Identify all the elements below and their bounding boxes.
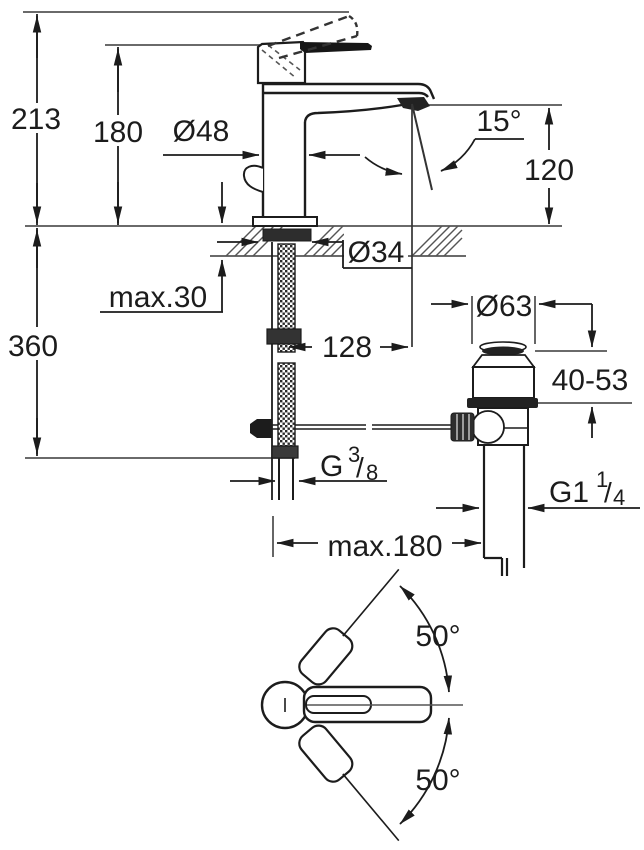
dim-120: 120 bbox=[524, 107, 574, 225]
label-g38-sup: 3 bbox=[348, 442, 360, 467]
label-34: Ø34 bbox=[348, 236, 405, 269]
label-360: 360 bbox=[8, 330, 58, 363]
label-g114-slash: / bbox=[604, 477, 612, 508]
label-15deg: 15° bbox=[476, 105, 521, 138]
waste-flange bbox=[467, 398, 538, 408]
base-plate bbox=[252, 216, 318, 227]
label-50-down: 50° bbox=[415, 764, 460, 797]
lever-horizontal bbox=[300, 42, 372, 53]
dim-180: 180 bbox=[89, 47, 147, 225]
pop-up-knob bbox=[242, 164, 264, 193]
label-128: 128 bbox=[322, 331, 372, 364]
handle-block bbox=[256, 40, 307, 85]
label-g114-sup: 1 bbox=[596, 467, 608, 492]
dim-213: 213 bbox=[8, 14, 64, 225]
body-outline bbox=[261, 82, 436, 225]
label-213: 213 bbox=[11, 103, 61, 136]
label-4053: 40-53 bbox=[552, 364, 629, 397]
dim-15deg: 15° bbox=[364, 105, 524, 176]
label-g114-sub: 4 bbox=[613, 485, 625, 510]
linkage-rod bbox=[270, 424, 452, 430]
waste-tail-pipe bbox=[482, 445, 526, 576]
faucet-side-view bbox=[242, 14, 452, 500]
label-180: 180 bbox=[93, 116, 143, 149]
arc-50-down bbox=[399, 717, 453, 825]
dim-63: Ø63 bbox=[431, 290, 597, 348]
dim-g38: G 3 / 8 bbox=[230, 442, 387, 486]
dim-34: Ø34 bbox=[217, 232, 412, 269]
ball-joint-housing bbox=[471, 410, 505, 444]
label-63: Ø63 bbox=[476, 290, 533, 323]
label-g38-base: G bbox=[320, 450, 343, 483]
dimensions: 213 180 Ø48 15° 120 bbox=[5, 14, 640, 563]
lever-down-50 bbox=[298, 724, 354, 783]
dim-max30: max.30 bbox=[100, 182, 227, 314]
label-50-up: 50° bbox=[415, 620, 460, 653]
label-max180: max.180 bbox=[327, 530, 442, 563]
waste-assembly bbox=[450, 341, 538, 576]
plug-flare bbox=[471, 354, 536, 368]
dim-360: 360 bbox=[5, 228, 63, 456]
label-g38-sub: 8 bbox=[366, 460, 378, 485]
dim-128: 128 bbox=[288, 331, 409, 364]
mounting-shank bbox=[266, 243, 302, 500]
plug-top bbox=[482, 346, 524, 356]
shank-nut bbox=[271, 445, 299, 459]
dim-g114: G1 1 / 4 bbox=[436, 467, 640, 513]
dir-line-up bbox=[342, 568, 400, 637]
waste-upper-body bbox=[472, 366, 535, 399]
aerator bbox=[397, 97, 430, 111]
label-120: 120 bbox=[524, 154, 574, 187]
water-stream bbox=[411, 103, 433, 191]
label-g114-base: G1 bbox=[549, 476, 589, 509]
dir-line-down bbox=[342, 773, 400, 842]
fixing-flange bbox=[262, 228, 312, 242]
rod-clamp bbox=[250, 419, 272, 438]
lever-up-50 bbox=[298, 627, 354, 686]
dim-48: Ø48 bbox=[163, 115, 360, 160]
label-g38-slash: / bbox=[356, 452, 364, 483]
faucet-top-view: 50° 50° bbox=[260, 568, 463, 842]
dim-4053: 40-53 bbox=[552, 364, 629, 438]
label-48: Ø48 bbox=[173, 115, 230, 148]
arc-50-up bbox=[399, 585, 453, 693]
locknut bbox=[266, 328, 302, 345]
label-max30: max.30 bbox=[109, 281, 207, 314]
dim-max180: max.180 bbox=[276, 530, 482, 563]
lever-raised-dashed bbox=[267, 14, 359, 60]
